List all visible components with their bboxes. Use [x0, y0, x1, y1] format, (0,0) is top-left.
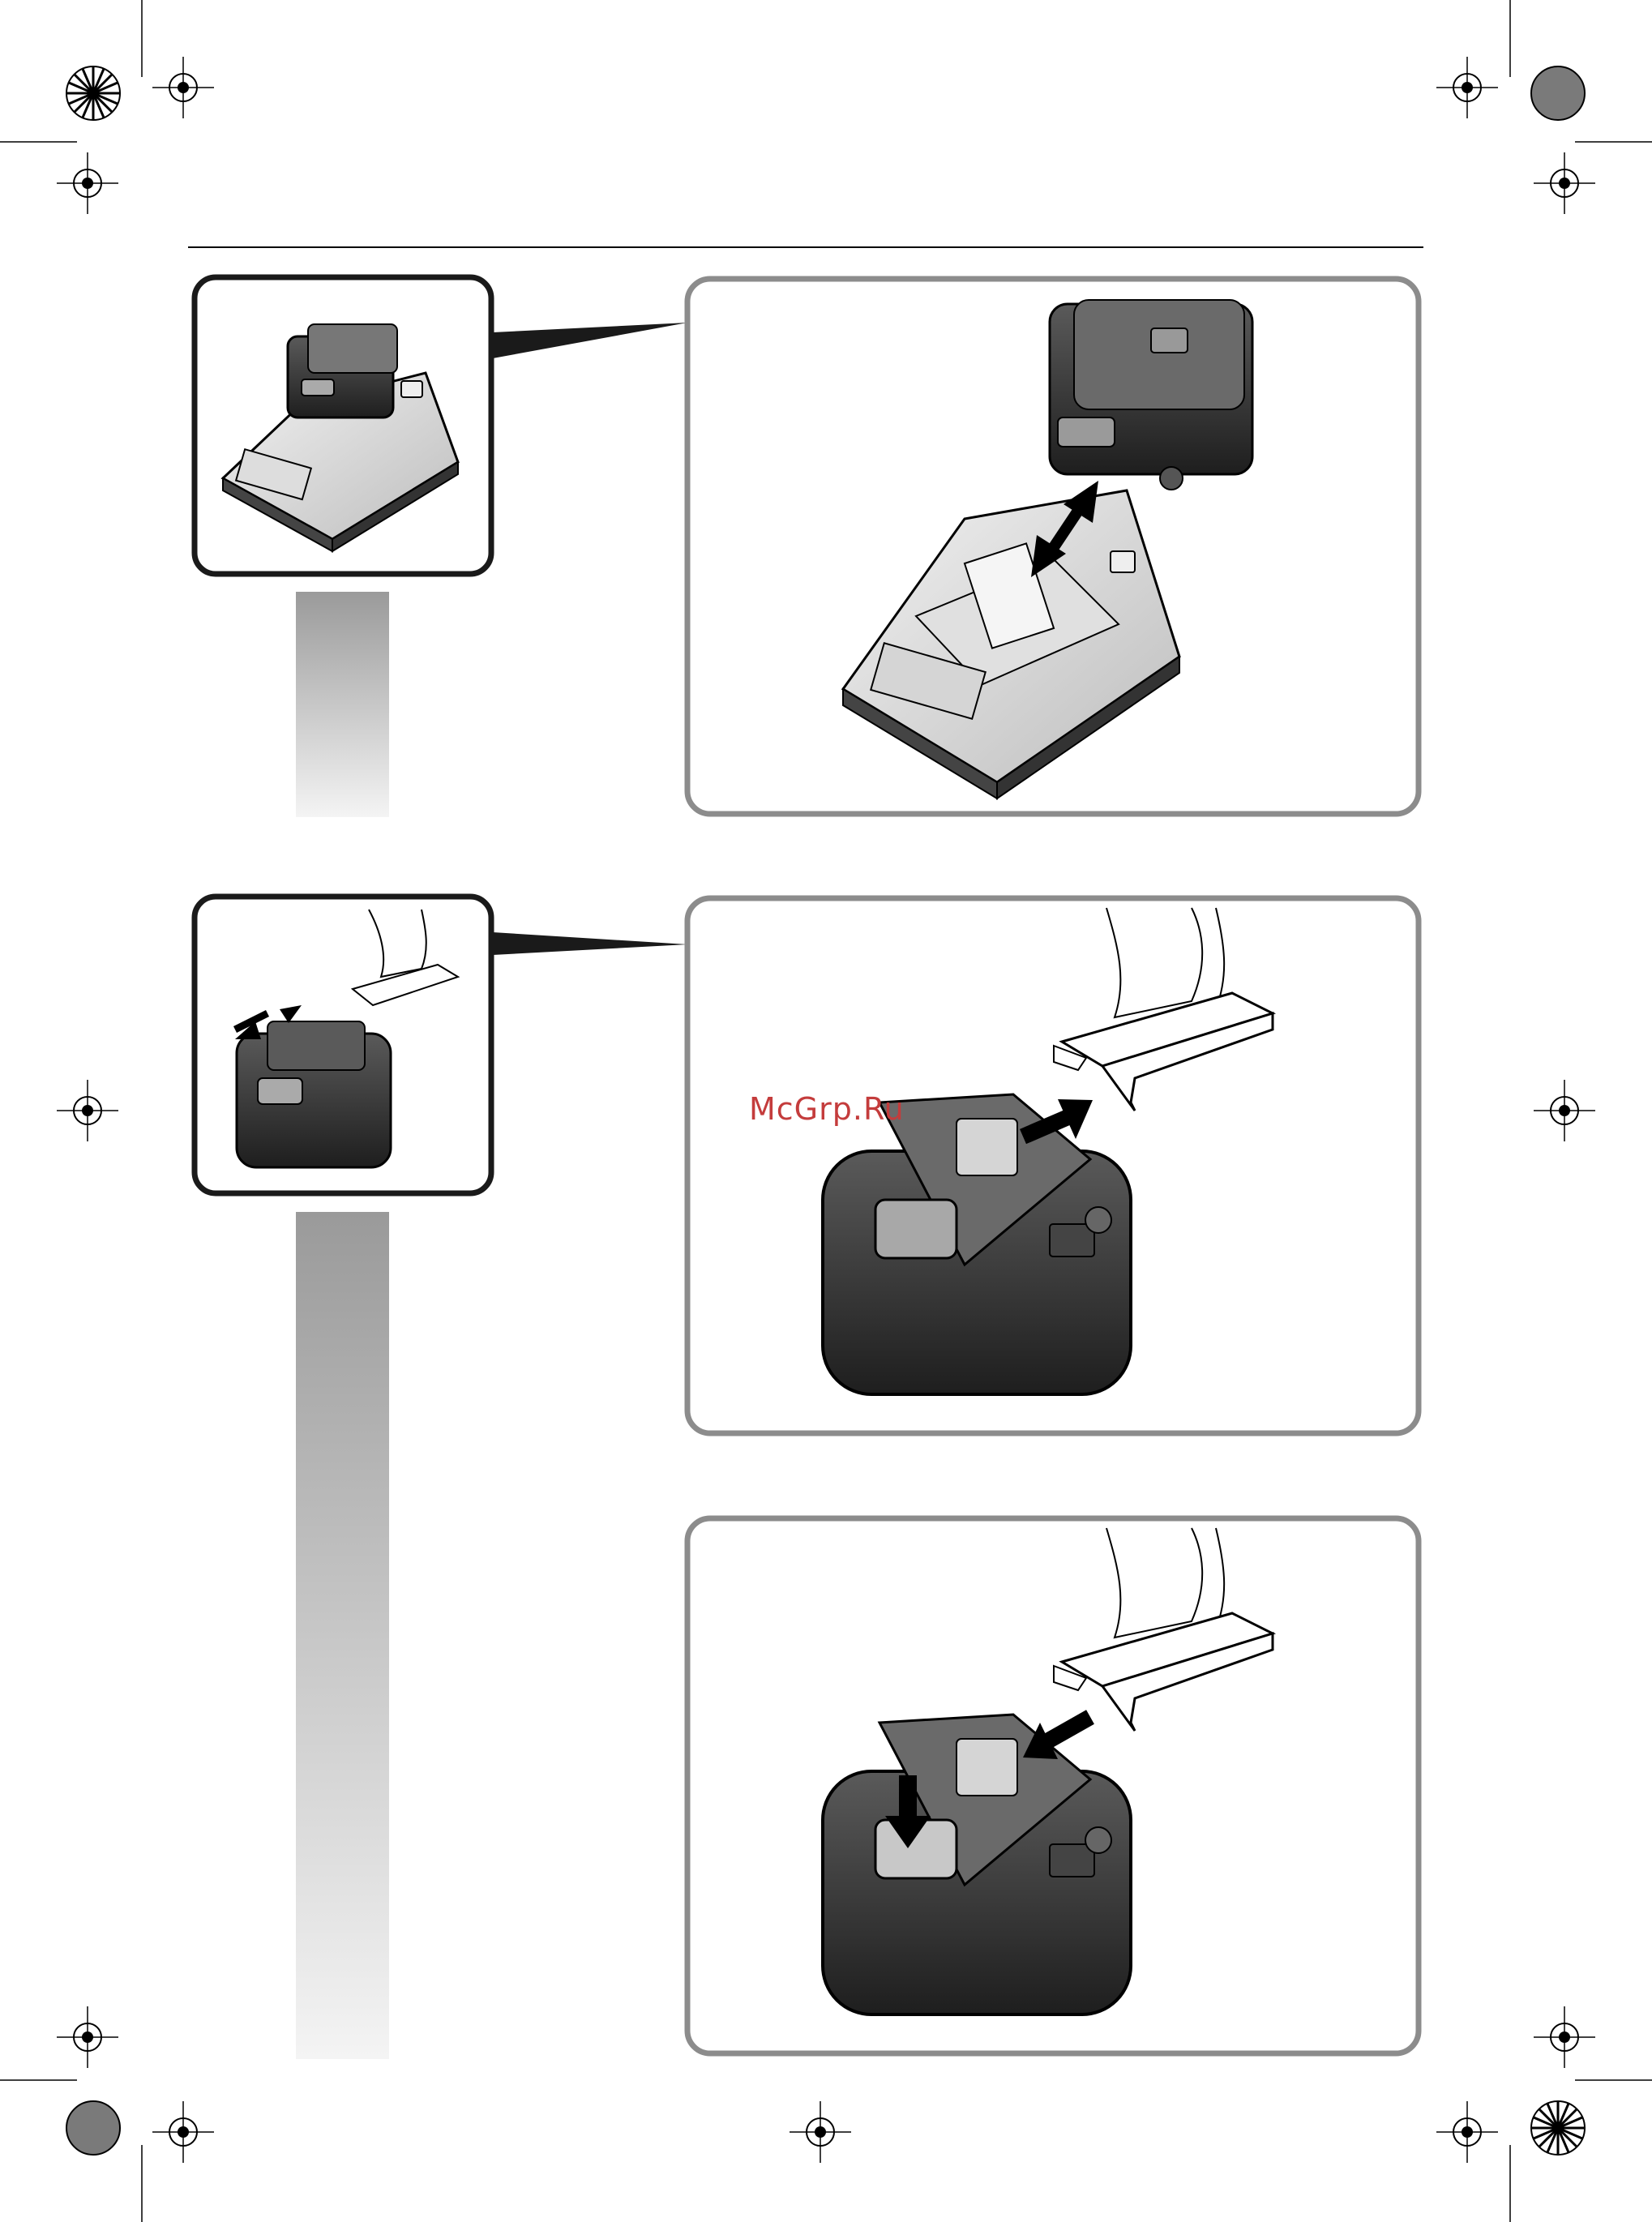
figure-battery-release	[687, 1518, 1419, 2053]
callout-pointer-middle	[493, 932, 687, 955]
figure-battery-slide-in	[687, 898, 1419, 1433]
figure-tool-inset	[195, 897, 491, 1193]
callout-pointer-top	[493, 323, 687, 358]
star-target-icon	[1531, 2101, 1585, 2155]
grey-target-icon	[1531, 66, 1585, 120]
grey-target-icon	[66, 2101, 120, 2155]
star-target-icon	[66, 66, 120, 120]
figure-battery-removal	[687, 279, 1419, 814]
gradient-bar-top	[296, 592, 389, 817]
figure-charger-inset	[195, 277, 491, 574]
gradient-bar-bottom	[296, 1212, 389, 2059]
watermark-text: McGrp.Ru	[749, 1091, 905, 1127]
